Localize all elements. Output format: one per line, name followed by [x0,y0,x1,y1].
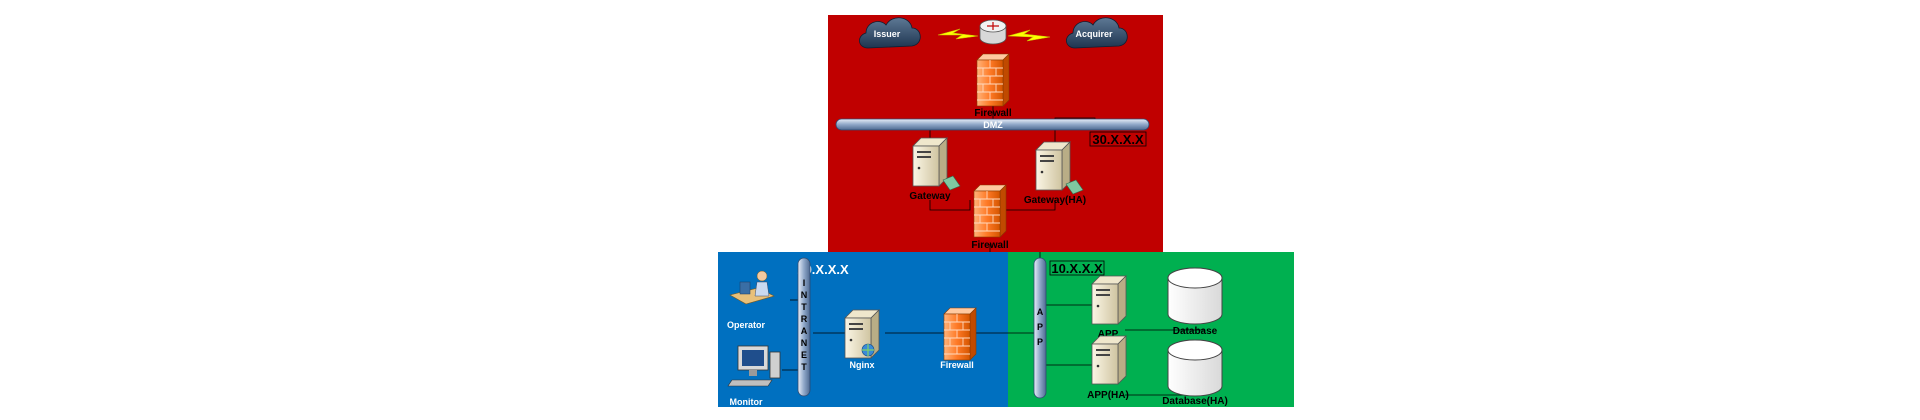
app-zone [1008,252,1294,407]
monitor-node: Monitor [727,345,781,407]
firewall-bottom-label: Firewall [940,360,974,370]
bus-label-letter: E [801,350,807,360]
server-icon [1091,275,1127,325]
cloud-icon [1066,17,1128,49]
app-label: APP [1098,329,1119,340]
gateway-server: Gateway [909,137,961,202]
issuer-label: Issuer [874,29,901,39]
firewall-icon [973,184,1007,238]
server-icon [912,137,948,187]
firewall-icon [976,53,1010,107]
server-icon [1035,141,1071,191]
bus-label-letter: P [1037,337,1043,347]
gateway-ha-label: Gateway(HA) [1024,195,1086,206]
firewall-top-label: Firewall [974,108,1011,119]
dmz-bus-label: DMZ [983,120,1003,130]
app-subnet-badge: 10.X.X.X [1049,260,1105,276]
acquirer-label: Acquirer [1075,29,1113,39]
server-icon [1091,335,1127,385]
database-icon [1167,267,1223,325]
app-server: APP [1091,275,1127,340]
bus-label-letter: A [1037,307,1044,317]
lightning-icon [1007,29,1051,42]
operator-node: Operator [727,270,775,330]
bus-label-letter: T [801,362,807,372]
dmz-bus: DMZ [835,118,1150,131]
database-ha-node: Database(HA) [1162,339,1228,407]
database-ha-label: Database(HA) [1162,396,1228,407]
database-label: Database [1173,326,1218,337]
bus-label-letter: P [1037,322,1043,332]
bus-label-letter: R [801,314,808,324]
bus-label-letter: A [801,326,808,336]
database-icon [1167,339,1223,397]
computer-icon [727,345,781,387]
issuer-cloud: Issuer [859,17,921,49]
app-bus: APP [1033,257,1047,399]
firewall-icon [943,307,977,361]
gateway-ha-server: Gateway(HA) [1024,141,1086,206]
nginx-label: Nginx [849,360,874,370]
monitor-label: Monitor [730,397,763,407]
gateway-label: Gateway [909,191,951,202]
operator-icon [729,270,775,305]
router-icon [979,19,1007,45]
acquirer-cloud: Acquirer [1066,17,1128,49]
firewall-bottom: Firewall [940,307,977,370]
database-node: Database [1167,267,1223,337]
bus-label-letter: I [803,278,806,288]
operator-label: Operator [727,320,766,330]
bus-label-letter: N [801,338,808,348]
firewall-mid-label: Firewall [971,240,1008,251]
dmz-subnet-label: 30.X.X.X [1092,132,1144,147]
app-ha-label: APP(HA) [1087,390,1129,401]
lightning-icon [937,28,979,40]
dmz-subnet-badge: 30.X.X.X [1089,131,1147,147]
app-bus-label: APP [1037,307,1044,347]
nginx-server: Nginx [844,309,880,370]
firewall-mid: Firewall [971,184,1009,251]
cloud-icon [859,17,921,49]
firewall-top: Firewall [974,53,1012,119]
bus-label-letter: T [801,302,807,312]
app-subnet-label: 10.X.X.X [1051,261,1103,276]
app-ha-server: APP(HA) [1087,335,1129,401]
bus-label-letter: N [801,290,808,300]
